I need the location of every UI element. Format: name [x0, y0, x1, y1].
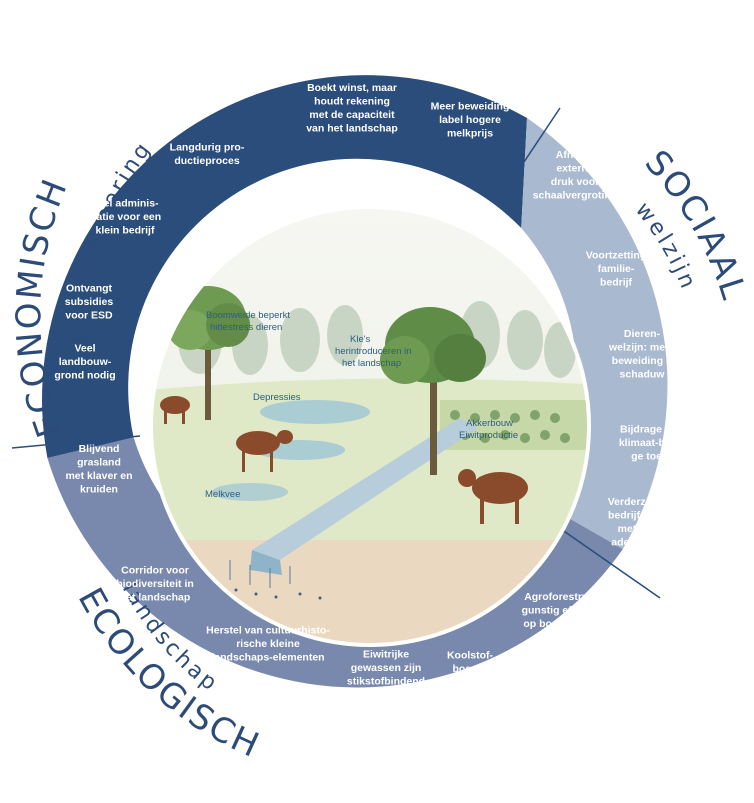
economisch-statement-5-line: Ontvangt — [66, 283, 113, 295]
economisch-statement-1-line: met de capaciteit — [309, 109, 395, 121]
sociaal-statement-5-line: ademruimte — [611, 536, 671, 548]
label-melkvee: Melkvee — [205, 489, 240, 500]
economisch-statement-6-line: grond nodig — [54, 370, 115, 382]
ecologisch-statement-3-line: rische kleine — [236, 638, 300, 650]
divider-econ-soc — [499, 107, 561, 199]
ecologisch-statement-1-line: Blijvend — [79, 443, 120, 455]
ecologisch-statement-6-line: Agroforestry — [524, 591, 588, 603]
ecologisch-statement-2-line: het landschap — [120, 592, 191, 604]
sociaal-statement-3-line: welzijn: meer — [608, 341, 675, 353]
ecologisch-statement-3: Herstel van cultuurhisto-rische kleine la… — [206, 625, 330, 664]
economisch-statement-2-line: Meer beweiding — [431, 101, 510, 113]
ecologisch-statement-4-line: gewassen zijn — [351, 662, 422, 674]
economisch-statement-5-line: voor ESD — [65, 310, 113, 322]
sociaal-statement-2-line: familie- — [598, 263, 635, 275]
sociaal-statement-4-line: klimaat-bestendi- — [619, 437, 706, 449]
sociaal-statement-4-line: Bijdrage aan een — [620, 424, 704, 436]
sociaal-statement-3-line: Dieren- — [624, 328, 661, 340]
label-kles-line2: herintroduceren in — [335, 346, 412, 357]
economisch-statement-1-line: houdt rekening — [314, 95, 390, 107]
economisch-statement-3-line: ductieproces — [174, 155, 240, 167]
sector-economisch — [42, 75, 528, 459]
label-eiwitproductie: Eiwitproductie — [459, 430, 518, 441]
sociaal-statement-2-line: bedrijf — [600, 277, 633, 289]
sociaal-statement-4-line: ge toekomst — [631, 451, 693, 463]
sociaal-statement-3-line: beweiding + — [612, 355, 672, 367]
ecologisch-statement-3-line: landschaps-elementen — [211, 652, 324, 664]
ring — [11, 75, 668, 688]
economisch-statement-6-line: landbouw- — [59, 356, 112, 368]
economisch-statement-1-line: Boekt winst, maar — [307, 82, 397, 94]
sector-sociaal — [521, 118, 668, 549]
landscape-illustration: Boomweide beperkt hittestress dieren Kle… — [151, 207, 589, 645]
label-depressies: Depressies — [253, 392, 301, 403]
ecologisch-statement-5: Koolstof-boeren — [447, 649, 494, 675]
economisch-statement-3-line: Langdurig pro- — [170, 141, 245, 153]
sociaal-statement-5-line: met meer — [618, 523, 665, 535]
ecologisch-statement-2-line: biodiversiteit in — [116, 578, 194, 590]
label-kles-line1: Kle's — [350, 334, 371, 345]
divider-soc-eco — [547, 519, 661, 599]
economisch-statement-1-line: van het landschap — [306, 122, 398, 134]
economisch-statement-4-line: klein bedrijf — [96, 225, 155, 237]
economisch-statement-6-line: Veel — [74, 343, 95, 355]
divider-econ-eco — [11, 435, 141, 449]
sociaal-statement-5-line: bedrijfskoers — [608, 509, 674, 521]
ecologisch-statement-1-line: grasland — [77, 456, 121, 468]
sociaal-statement-5-line: Verderzetting — [608, 496, 675, 508]
ecologisch-statement-4-line: stikstofbindend — [347, 676, 425, 688]
economisch-statement-4: Veel adminis-tratie voor een klein bedrij… — [89, 198, 161, 237]
ecologisch-statement-6-line: op bodem en — [523, 618, 588, 630]
sector-ecologisch — [47, 437, 623, 688]
economisch-statement-4-line: Veel adminis- — [91, 198, 159, 210]
sociaal-statement-3-line: schaduw — [620, 368, 666, 380]
economisch-statement-2-line: melkprijs — [447, 128, 493, 140]
economisch-statement-4-line: tratie voor een — [89, 211, 161, 223]
ecologisch-statement-6-line: dier — [546, 631, 565, 643]
label-akkerbouw: Akkerbouw — [466, 418, 513, 429]
sociaal-statement-3: Dieren-welzijn: meer beweiding +schaduw — [608, 328, 675, 381]
sociaal-statement-1-line: Afname — [556, 149, 595, 161]
economisch-statement-3: Langdurig pro-ductieproces — [170, 141, 245, 167]
ecologisch-statement-5-line: Koolstof- — [447, 649, 494, 661]
economisch-statement-2-line: label hogere — [439, 114, 501, 126]
ecologisch-statement-3-line: Herstel van cultuurhisto- — [206, 625, 330, 637]
ecologisch-statement-2-line: Corridor voor — [121, 565, 189, 577]
ecologisch-statement-1-line: kruiden — [80, 483, 118, 495]
sociaal-statement-1-line: druk voor — [551, 176, 599, 188]
label-kles-line3: het landschap — [342, 358, 401, 369]
label-boomweide-line2: hittestress dieren — [210, 322, 282, 333]
ecologisch-statement-4-line: Eiwitrijke — [363, 649, 409, 661]
ecologisch-statement-1-line: met klaver en — [65, 470, 132, 482]
ecologisch-statement-6-line: gunstig effect — [522, 604, 591, 616]
label-boomweide-line1: Boomweide beperkt — [206, 310, 290, 321]
inner-circle-border — [149, 205, 591, 647]
sociaal-statement-1-line: externe — [556, 162, 594, 174]
sociaal-statement-1-line: schaalvergroting — [533, 189, 618, 201]
economisch-statement-5-line: subsidies — [65, 296, 114, 308]
sociaal-statement-2-line: Voortzetting — [586, 250, 646, 262]
ecologisch-statement-5-line: boeren — [452, 663, 487, 675]
